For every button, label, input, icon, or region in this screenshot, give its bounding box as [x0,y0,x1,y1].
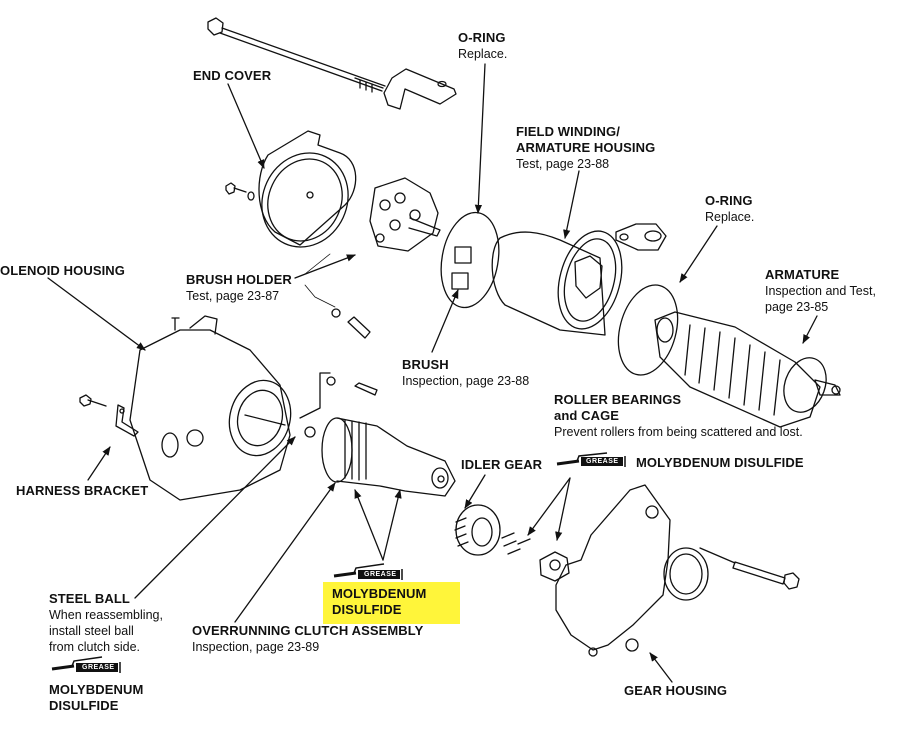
brush-holder-note: Test, page 23-87 [186,289,280,303]
brush-holder-part [369,177,441,252]
armature-note-2: page 23-85 [765,300,829,314]
harness-bracket-top [383,68,457,110]
field-winding-title-1: FIELD WINDING/ [516,124,620,139]
grease-tag-roller: GREASE [584,457,621,466]
idler-gear-part [454,504,501,556]
steel-ball-note-3: from clutch side. [49,640,141,654]
label-harness-bracket: HARNESS BRACKET [16,483,148,499]
roller-bearings-title-1: ROLLER BEARINGS [554,392,682,407]
grease-tag-steel-ball: GREASE [80,663,117,672]
label-end-cover: END COVER [193,68,271,84]
field-winding-housing-part [491,230,623,336]
harness-bracket-title: HARNESS BRACKET [16,483,149,498]
o-ring-right-part [617,284,679,376]
bolt-left [79,394,139,437]
steel-ball-part [304,426,316,438]
steel-ball-guide-line [299,372,331,419]
highlight-clutch-grease [323,582,460,624]
o-ring-top-title: O-RING [458,30,506,45]
label-armature: ARMATURE Inspection and Test, page 23-85 [765,267,876,315]
brush-title: BRUSH [402,357,449,372]
label-grease-clutch: MOLYBDENUM DISULFIDE [332,586,426,618]
solenoid-housing-title: OLENOID HOUSING [0,263,126,278]
steel-ball-title: STEEL BALL [49,591,130,606]
label-overrunning-clutch: OVERRUNNING CLUTCH ASSEMBLY Inspection, … [192,623,423,655]
label-field-winding: FIELD WINDING/ ARMATURE HOUSING Test, pa… [516,124,655,172]
brush-holder-screws [326,308,378,396]
field-winding-note: Test, page 23-88 [516,157,610,171]
field-winding-title-2: ARMATURE HOUSING [516,140,656,155]
label-grease-roller: MOLYBDENUM DISULFIDE [636,455,804,471]
roller-bearings-part [501,532,570,582]
roller-bearings-title-2: and CAGE [554,408,620,423]
solenoid-housing-part [129,315,292,501]
overrunning-clutch-part [321,417,456,497]
grease-clutch-line-2: DISULFIDE [332,602,402,617]
armature-part [654,311,841,428]
armature-title: ARMATURE [765,267,840,282]
grease-icon-roller: GREASE [555,452,630,472]
steel-ball-note-2: install steel ball [49,624,134,638]
grease-steel-ball-line-2: DISULFIDE [49,698,119,713]
label-o-ring-top: O-RING Replace. [458,30,507,62]
grease-tag-clutch: GREASE [362,570,399,579]
grease-clutch-line-1: MOLYBDENUM [332,586,427,601]
label-brush-holder: BRUSH HOLDER Test, page 23-87 [186,272,292,304]
overrunning-clutch-title: OVERRUNNING CLUTCH ASSEMBLY [192,623,424,638]
brush-holder-title: BRUSH HOLDER [186,272,292,287]
label-gear-housing: GEAR HOUSING [624,683,727,699]
end-cover-title: END COVER [193,68,272,83]
brush-note: Inspection, page 23-88 [402,374,530,388]
gear-housing-part [555,484,709,657]
gear-housing-bolt [699,547,800,590]
steel-ball-note-1: When reassembling, [49,608,163,622]
gear-housing-title: GEAR HOUSING [624,683,728,698]
label-grease-steel-ball: MOLYBDENUM DISULFIDE [49,682,143,714]
label-brush: BRUSH Inspection, page 23-88 [402,357,529,389]
terminal-lug [615,223,667,251]
o-ring-top-note: Replace. [458,47,508,61]
roller-bearings-note: Prevent rollers from being scattered and… [554,425,803,439]
label-idler-gear: IDLER GEAR [461,457,542,473]
o-ring-right-note: Replace. [705,210,755,224]
grease-icon-steel-ball: GREASE [50,655,125,675]
label-solenoid-housing: OLENOID HOUSING [0,263,125,279]
grease-icon-clutch: GREASE [332,562,407,582]
o-ring-top-part [440,211,500,309]
armature-note-1: Inspection and Test, [765,284,876,298]
overrunning-clutch-note: Inspection, page 23-89 [192,640,320,654]
label-o-ring-right: O-RING Replace. [705,193,754,225]
grease-roller-text: MOLYBDENUM DISULFIDE [636,455,804,470]
grease-steel-ball-line-1: MOLYBDENUM [49,682,144,697]
label-steel-ball: STEEL BALL When reassembling, install st… [49,591,163,655]
idler-gear-title: IDLER GEAR [461,457,543,472]
label-roller-bearings: ROLLER BEARINGS and CAGE Prevent rollers… [554,392,803,440]
through-bolt-top [207,17,386,93]
o-ring-right-title: O-RING [705,193,753,208]
leader-lines [47,63,818,683]
end-cover-part [225,130,357,248]
